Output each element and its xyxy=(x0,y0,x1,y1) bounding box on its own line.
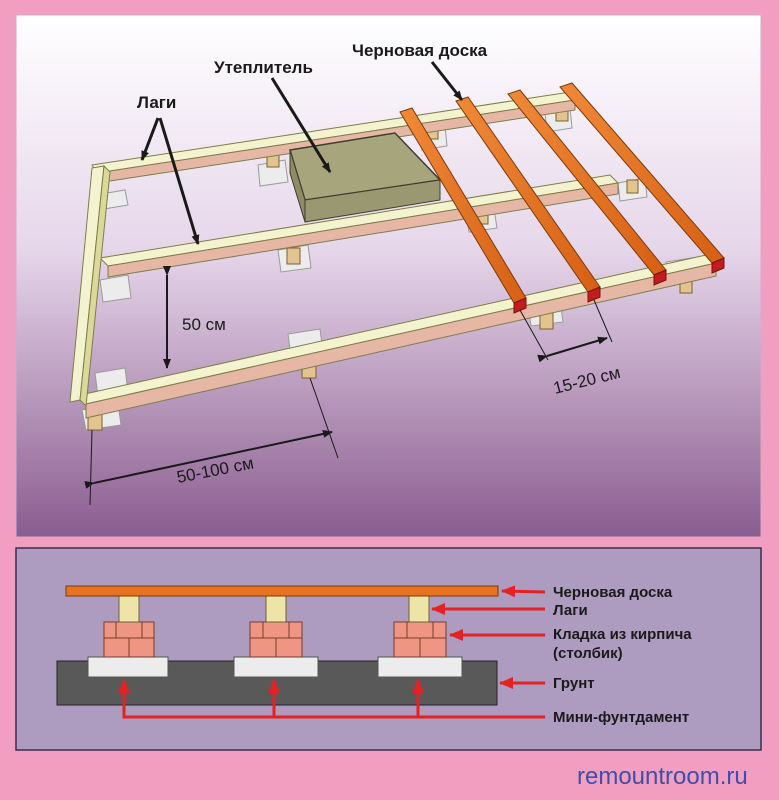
mini-foundation xyxy=(233,656,319,678)
arrow-foundation-bus xyxy=(118,679,545,719)
support-pad xyxy=(99,274,132,303)
brick-pillar xyxy=(103,621,155,658)
arrow-joists-back xyxy=(140,117,160,161)
section-subfloor-board xyxy=(65,585,499,597)
legend-arrows xyxy=(118,585,546,719)
label-insulation: Утеплитель xyxy=(214,58,313,77)
board xyxy=(507,89,667,286)
column-middle xyxy=(233,595,319,678)
legend-brick-sub: (столбик) xyxy=(553,645,623,662)
column-left xyxy=(87,595,169,678)
legend-brick: Кладка из кирпича xyxy=(553,626,692,643)
arrow-subfloor-board xyxy=(430,61,464,101)
legend-subfloor-board: Черновая доска xyxy=(553,584,673,601)
label-joists: Лаги xyxy=(137,93,176,112)
column-right xyxy=(377,595,463,678)
arrow-board xyxy=(501,585,546,598)
board xyxy=(559,82,725,274)
mini-foundation xyxy=(377,656,463,678)
joist-block xyxy=(408,595,430,623)
joist-middle xyxy=(98,174,620,278)
subfloor-boards xyxy=(399,82,725,314)
joist-left xyxy=(69,164,111,408)
site-url: remountroom.ru xyxy=(577,763,748,790)
callout-arrows xyxy=(140,61,464,245)
brick-pillar xyxy=(249,621,303,658)
legend-ground: Грунт xyxy=(553,675,595,692)
support-pad xyxy=(617,177,648,202)
board xyxy=(455,96,601,303)
legend-joists: Лаги xyxy=(553,602,588,619)
brick-pillar xyxy=(393,621,447,658)
support-pad xyxy=(277,244,312,273)
section-columns xyxy=(87,595,463,678)
legend-foundation: Мини-фунтдамент xyxy=(553,709,689,726)
arrow-joists-middle xyxy=(158,117,200,245)
dimension-joist-spacing: 50 см xyxy=(163,266,226,369)
mini-foundation xyxy=(87,656,169,678)
label-subfloor-board: Черновая доска xyxy=(352,41,488,60)
arrow-insulation xyxy=(270,77,332,173)
joist-block xyxy=(118,595,140,623)
joist-frame xyxy=(69,91,718,419)
insulation-slab xyxy=(289,132,442,223)
dim-text-joist-spacing: 50 см xyxy=(182,315,226,334)
joist-block xyxy=(265,595,287,623)
board xyxy=(399,107,527,314)
